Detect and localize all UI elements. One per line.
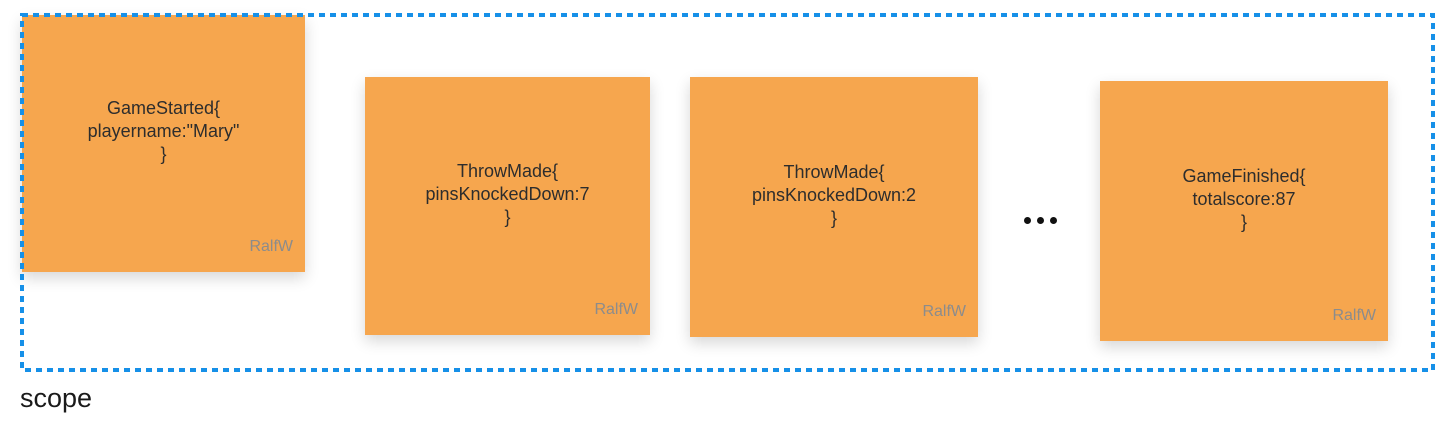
event-note-text: ThrowMade{ pinsKnockedDown:7 } (425, 160, 589, 229)
ellipsis-dot (1050, 217, 1057, 224)
event-note-text: GameFinished{ totalscore:87 } (1182, 165, 1305, 234)
event-line: GameFinished{ (1182, 165, 1306, 186)
event-note-game-started: GameStarted{ playername:"Mary" } RalfW (22, 15, 305, 272)
scope-label: scope (20, 383, 93, 413)
author-signature: RalfW (594, 301, 638, 318)
event-line: } (160, 144, 167, 164)
ellipsis-dot (1037, 217, 1044, 224)
event-line: totalscore:87 (1192, 188, 1296, 209)
event-line: pinsKnockedDown:2 (751, 184, 917, 205)
event-line: ThrowMade{ (783, 161, 885, 182)
event-note-throw-made-1: ThrowMade{ pinsKnockedDown:7 } RalfW (365, 77, 650, 335)
event-note-text: ThrowMade{ pinsKnockedDown:2 } (752, 161, 916, 230)
event-note-text: GameStarted{ playername:"Mary" } (88, 97, 240, 166)
event-line: GameStarted{ (106, 98, 221, 118)
event-note-game-finished: GameFinished{ totalscore:87 } RalfW (1100, 81, 1388, 341)
event-line: ThrowMade{ (456, 160, 559, 181)
author-signature: RalfW (922, 303, 966, 320)
author-signature: RalfW (1332, 307, 1376, 324)
event-line: playername:"Mary" (87, 121, 240, 141)
event-line: } (1240, 211, 1247, 232)
ellipsis-dot (1024, 217, 1031, 224)
event-line: } (830, 207, 837, 228)
event-line: pinsKnockedDown:7 (425, 183, 590, 204)
author-signature: RalfW (249, 238, 293, 255)
event-note-throw-made-2: ThrowMade{ pinsKnockedDown:2 } RalfW (690, 77, 978, 337)
event-line: } (504, 206, 511, 227)
ellipsis-icon (1024, 217, 1057, 224)
